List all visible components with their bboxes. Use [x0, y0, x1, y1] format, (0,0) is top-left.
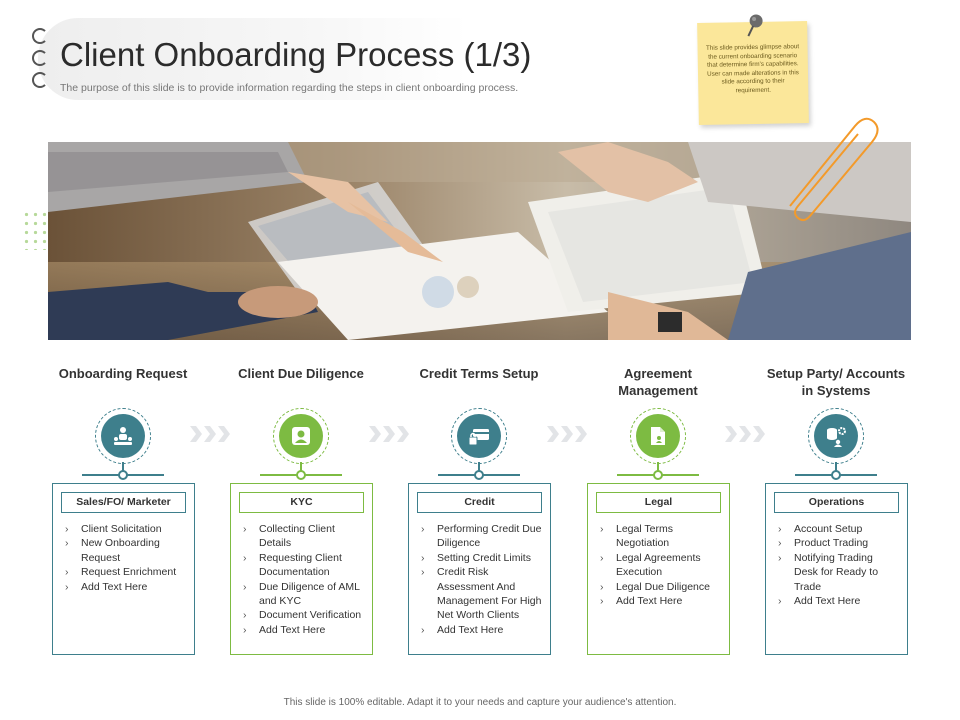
title-band — [38, 18, 468, 100]
list-item: ›Add Text Here — [243, 623, 326, 636]
credit-card-lock-icon — [457, 414, 501, 458]
list-item: ›Add Text Here — [778, 595, 861, 608]
list-item: ›New Onboarding Request — [65, 537, 160, 564]
chevron-right-icon: › — [778, 537, 782, 550]
list-item: ›Add Text Here — [600, 595, 683, 608]
card-legal: Legal ›Legal Terms Negotiation ›Legal Ag… — [587, 483, 730, 655]
chevron-right-icon: › — [421, 623, 425, 636]
list-item: ›Document Verification — [243, 609, 362, 622]
list-item: ›Collecting Client Details — [243, 523, 335, 550]
chevron-right-icon: › — [421, 566, 425, 579]
chevron-right-icon: › — [243, 580, 247, 593]
page-subtitle: The purpose of this slide is to provide … — [60, 82, 519, 94]
chevron-right-icon: › — [243, 551, 247, 564]
chevron-arrows-icon — [547, 426, 587, 442]
chevron-right-icon: › — [243, 523, 247, 535]
list-item: ›Setting Credit Limits — [421, 551, 531, 564]
chevron-right-icon: › — [778, 595, 782, 608]
card-heading: Operations — [774, 492, 899, 513]
list-item: ›Notifying Trading Desk for Ready to Tra… — [778, 551, 879, 593]
sticky-note-text: This slide provides glimpse about the cu… — [705, 43, 800, 94]
chevron-right-icon: › — [65, 523, 69, 535]
chevron-arrows-icon — [369, 426, 409, 442]
list-item: ›Requesting Client Documentation — [243, 551, 342, 579]
card-heading: Sales/FO/ Marketer — [61, 492, 186, 513]
chevron-arrows-icon — [725, 426, 765, 442]
footer-note: This slide is 100% editable. Adapt it to… — [283, 697, 677, 708]
card-heading: KYC — [239, 492, 364, 513]
chevron-right-icon: › — [243, 609, 247, 622]
card-heading: Legal — [596, 492, 721, 513]
step-title: Credit Terms Setup — [419, 366, 539, 381]
card-list: ›Client Solicitation ›New Onboarding Req… — [63, 522, 186, 594]
list-item: ›Product Trading — [778, 537, 869, 550]
card-list: ›Performing Credit Due Diligence ›Settin… — [419, 522, 542, 637]
step-icon-wrap — [630, 408, 686, 464]
paperclip-decoration — [789, 117, 879, 222]
chevron-right-icon: › — [778, 551, 782, 564]
step-title: Setup Party/ Accounts in Systems — [766, 366, 906, 398]
user-profile-icon — [279, 414, 323, 458]
list-item: ›Add Text Here — [421, 623, 504, 636]
users-group-icon — [101, 414, 145, 458]
list-item: ›Add Text Here — [65, 580, 148, 593]
list-item: ›Credit Risk Assessment And Management F… — [421, 566, 542, 622]
list-item: ›Request Enrichment — [65, 566, 177, 579]
card-list: ›Collecting Client Details ›Requesting C… — [241, 522, 364, 637]
card-sales: Sales/FO/ Marketer ›Client Solicitation … — [52, 483, 195, 655]
chevron-right-icon: › — [600, 523, 604, 535]
list-item: ›Due Diligence of AML and KYC — [243, 580, 360, 608]
step-title: Agreement Management — [618, 366, 698, 398]
chevron-right-icon: › — [65, 537, 69, 550]
list-item: ›Legal Terms Negotiation — [600, 523, 674, 550]
chevron-right-icon: › — [421, 551, 425, 564]
list-item: ›Legal Agreements Execution — [600, 551, 701, 579]
sticky-note: This slide provides glimpse about the cu… — [697, 14, 809, 125]
pushpin-icon — [747, 14, 763, 37]
card-operations: Operations ›Account Setup ›Product Tradi… — [765, 483, 908, 655]
card-list: ›Account Setup ›Product Trading ›Notifyi… — [776, 522, 899, 608]
binder-rings-decoration — [32, 28, 52, 92]
document-person-icon — [636, 414, 680, 458]
list-item: ›Account Setup — [778, 523, 863, 535]
step-icon-wrap — [808, 408, 864, 464]
chevron-arrows-icon — [190, 426, 230, 442]
meeting-photo — [48, 142, 911, 340]
chevron-right-icon: › — [65, 580, 69, 593]
card-heading: Credit — [417, 492, 542, 513]
step-title: Client Due Diligence — [238, 366, 364, 381]
card-kyc: KYC ›Collecting Client Details ›Requesti… — [230, 483, 373, 655]
card-list: ›Legal Terms Negotiation ›Legal Agreemen… — [598, 522, 721, 608]
chevron-right-icon: › — [65, 566, 69, 579]
list-item: ›Client Solicitation — [65, 523, 162, 535]
list-item: ›Legal Due Diligence — [600, 580, 710, 593]
list-item: ›Performing Credit Due Diligence — [421, 523, 542, 550]
step-icon-wrap — [451, 408, 507, 464]
chevron-right-icon: › — [600, 551, 604, 564]
chevron-right-icon: › — [600, 595, 604, 608]
step-icon-wrap — [273, 408, 329, 464]
database-gear-icon — [814, 414, 858, 458]
chevron-right-icon: › — [421, 523, 425, 535]
chevron-right-icon: › — [600, 580, 604, 593]
chevron-right-icon: › — [243, 623, 247, 636]
step-icon-wrap — [95, 408, 151, 464]
step-title: Onboarding Request — [58, 366, 188, 381]
chevron-right-icon: › — [778, 523, 782, 535]
card-credit: Credit ›Performing Credit Due Diligence … — [408, 483, 551, 655]
page-title: Client Onboarding Process (1/3) — [60, 36, 532, 73]
